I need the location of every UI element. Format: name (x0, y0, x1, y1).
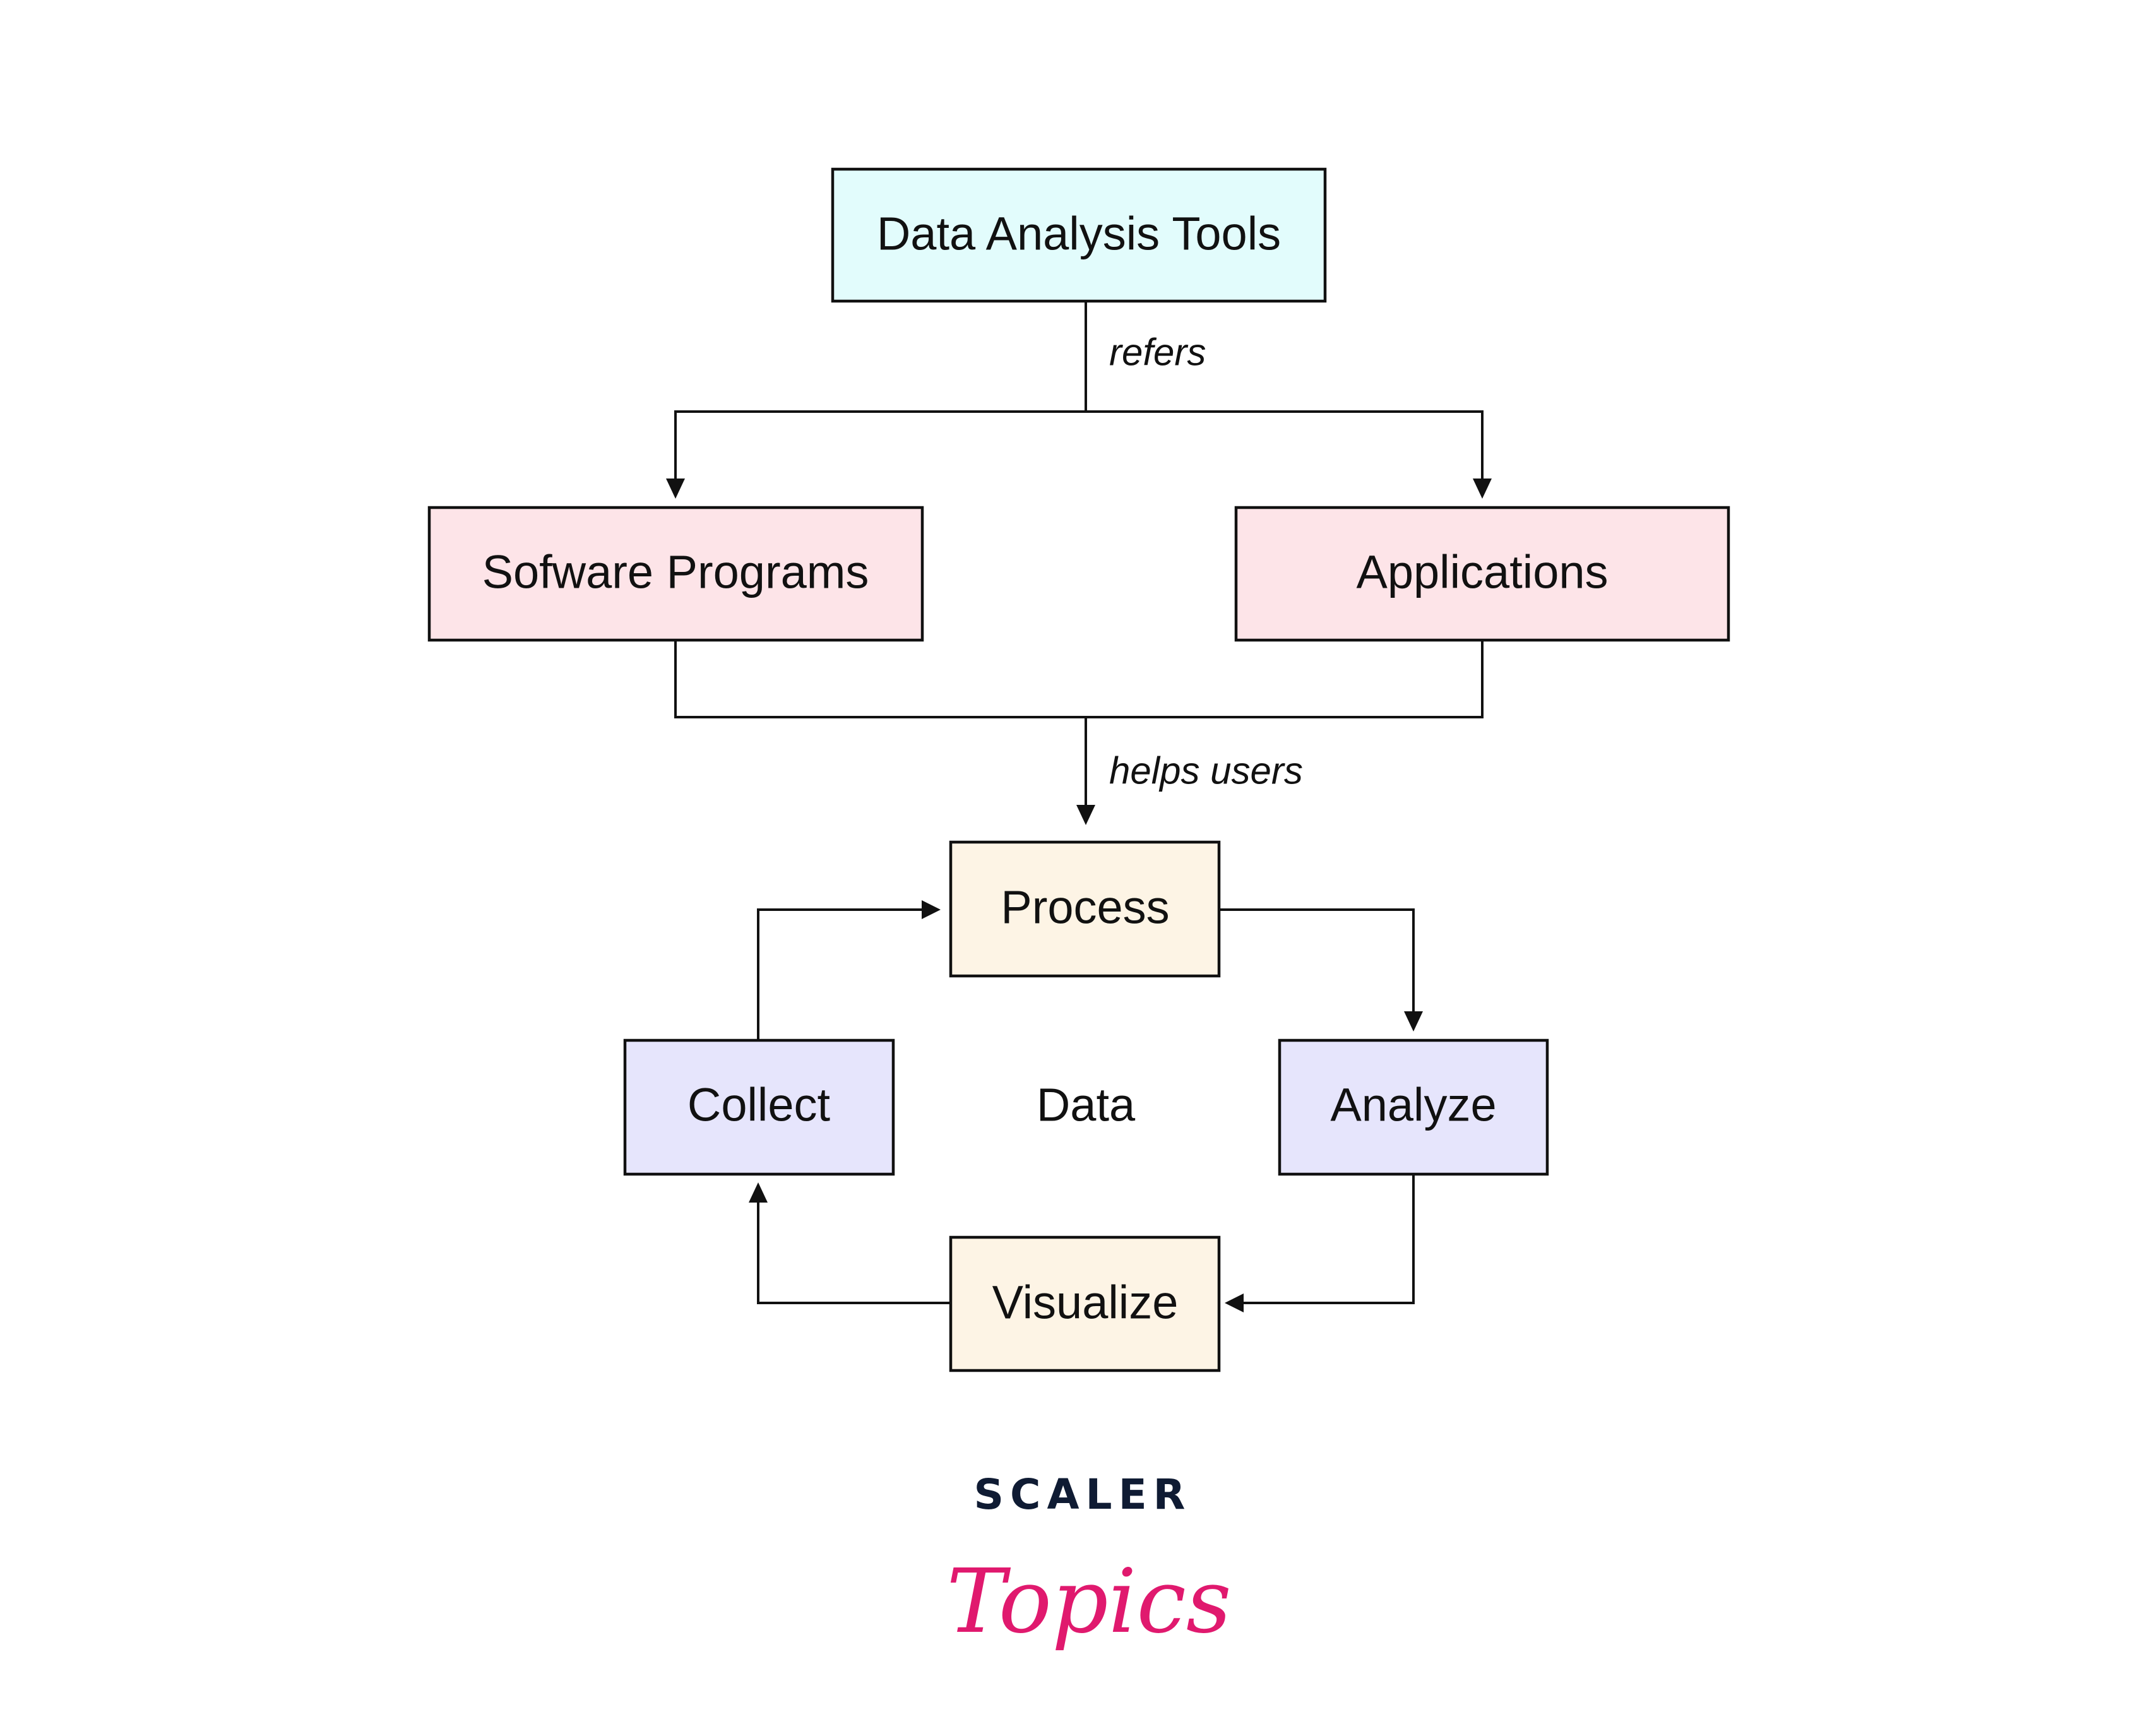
svg-text:Process: Process (1001, 881, 1169, 934)
node-data-analysis-tools: Data Analysis Tools (831, 167, 1327, 303)
svg-text:Data Analysis Tools: Data Analysis Tools (877, 208, 1281, 260)
connectors (666, 301, 1492, 1312)
node-visualize: Visualize (949, 1235, 1221, 1372)
connector-merge (674, 640, 1484, 718)
arrowhead-collect-process (922, 900, 941, 919)
arrowhead-analyze-visualize (1225, 1293, 1244, 1312)
arrowhead-visualize-collect (749, 1182, 768, 1203)
svg-text:Collect: Collect (687, 1079, 831, 1131)
node-software-programs: Sofware Programs (427, 506, 924, 642)
svg-text:Applications: Applications (1356, 546, 1608, 598)
logo-scaler-text: SCALER (973, 1470, 1191, 1519)
center-label-data: Data (1037, 1079, 1136, 1131)
arrow-to-applications (1086, 410, 1484, 496)
edge-label-refers: refers (1109, 331, 1206, 374)
arrowhead-process (1076, 805, 1095, 825)
node-applications: Applications (1234, 506, 1730, 642)
svg-text:Analyze: Analyze (1330, 1079, 1496, 1131)
arrow-visualize-to-collect (757, 1199, 951, 1304)
arrow-to-software (674, 410, 1086, 496)
arrow-collect-to-process (757, 908, 928, 1040)
scaler-topics-logo: SCALER Topics (946, 1470, 1231, 1653)
node-process: Process (949, 840, 1221, 978)
node-collect: Collect (623, 1038, 895, 1176)
edge-label-helps-users: helps users (1109, 750, 1303, 792)
arrowhead-applications (1473, 479, 1492, 499)
svg-text:Sofware Programs: Sofware Programs (482, 546, 869, 598)
node-analyze: Analyze (1278, 1038, 1549, 1176)
arrow-process-to-analyze (1219, 908, 1415, 1016)
svg-text:Visualize: Visualize (992, 1276, 1179, 1329)
arrowhead-software (666, 479, 685, 499)
arrowhead-process-analyze (1404, 1011, 1423, 1031)
logo-topics-text: Topics (946, 1550, 1231, 1653)
arrow-analyze-to-visualize (1237, 1174, 1415, 1304)
